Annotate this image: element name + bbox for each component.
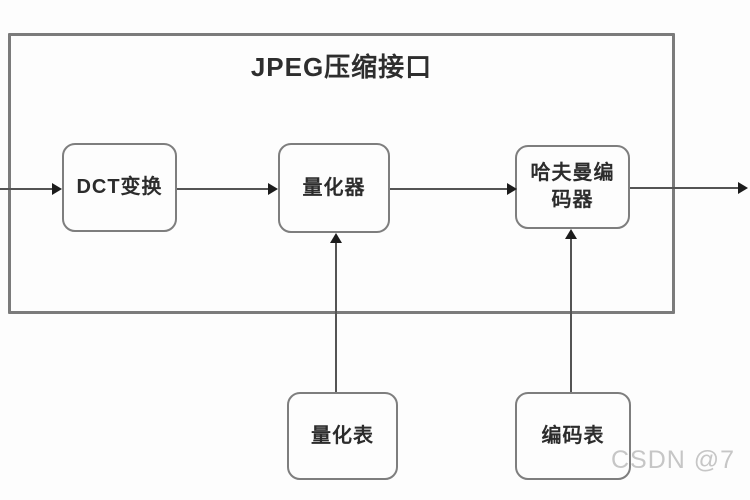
arrowhead-output-icon xyxy=(738,182,748,194)
edge-quantizer-to-huffman-line xyxy=(390,188,508,190)
edge-quanttable-to-quantizer-line xyxy=(335,242,337,392)
arrowhead-quanttable-icon xyxy=(330,233,342,243)
edge-output-line xyxy=(630,187,740,189)
arrowhead-quantizer-to-huffman-icon xyxy=(507,183,517,195)
node-coding-table: 编码表 xyxy=(515,392,631,480)
jpeg-interface-boundary-box xyxy=(8,33,675,314)
edge-codetable-to-huffman-line xyxy=(570,238,572,392)
diagram-title: JPEG压缩接口 xyxy=(250,52,433,82)
node-dct-transform: DCT变换 xyxy=(62,143,177,232)
csdn-watermark: CSDN @7 xyxy=(611,446,736,474)
node-quantization-table: 量化表 xyxy=(287,392,398,480)
arrowhead-dct-to-quantizer-icon xyxy=(268,183,278,195)
node-huffman-encoder: 哈夫曼编码器 xyxy=(515,145,630,229)
edge-dct-to-quantizer-line xyxy=(177,188,270,190)
arrowhead-codetable-icon xyxy=(565,229,577,239)
node-quantizer: 量化器 xyxy=(278,143,390,233)
edge-input-line xyxy=(0,188,53,190)
arrowhead-input-icon xyxy=(52,183,62,195)
